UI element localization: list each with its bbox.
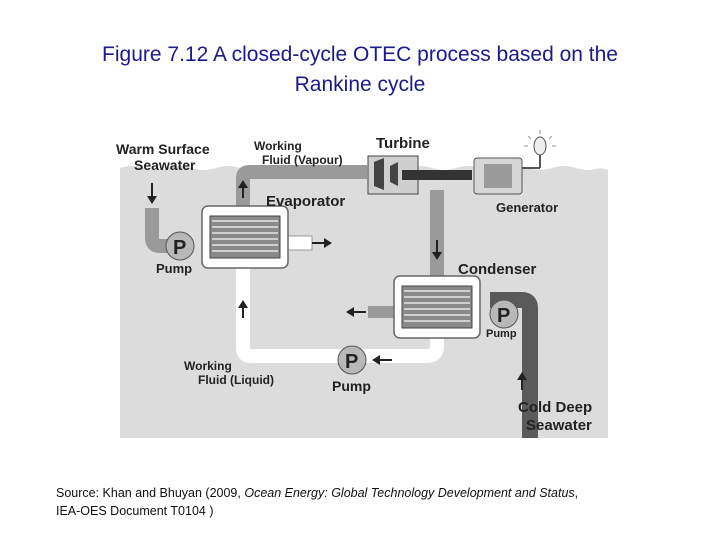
evaporator-pump: [165, 231, 195, 261]
otec-diagram-svg: P Pump P Pump P Pump: [116, 130, 608, 438]
turbine-label: Turbine: [376, 135, 430, 152]
condenser-discharge-pipe: [368, 306, 398, 318]
warm-inflow-arrowhead: [147, 196, 157, 204]
liquid-pump: [337, 345, 367, 375]
source-citation: Source: Khan and Bhuyan (2009, Ocean Ene…: [56, 484, 696, 520]
warm-intake-pipe: [145, 208, 182, 253]
warm-surface-label-2: Seawater: [134, 157, 196, 173]
vapour-pipe: [236, 165, 367, 206]
figure-title-line1: Figure 7.12 A closed-cycle OTEC process …: [102, 43, 618, 66]
condenser-pump-label: Pump: [486, 328, 517, 340]
lightbulb-icon: [524, 130, 556, 156]
liquid-up-arrowhead: [238, 300, 248, 308]
working-liquid-label-2: Fluid (Liquid): [198, 373, 274, 387]
working-vapour-label-2: Fluid (Vapour): [262, 153, 343, 167]
vapour-arrowhead: [238, 180, 248, 188]
working-vapour-label-1: Working: [254, 139, 302, 153]
warm-surface-label-1: Warm Surface: [116, 141, 210, 157]
figure-title-line2: Rankine cycle: [294, 73, 426, 96]
condenser-label: Condenser: [458, 261, 537, 278]
figure-title: Figure 7.12 A closed-cycle OTEC process …: [20, 40, 700, 100]
condenser-pump-symbol: P: [497, 305, 510, 327]
discharge-arrowhead: [346, 307, 354, 317]
cold-intake-pipe: [490, 292, 538, 438]
evaporator-discharge-pipe: [287, 235, 313, 251]
evaporator-unit: [201, 205, 289, 269]
source-suffix: ,: [574, 486, 579, 500]
exhaust-arrowhead: [432, 252, 442, 260]
generator-unit: [473, 152, 541, 195]
evaporator-pump-label: Pump: [156, 261, 192, 276]
otec-diagram: P Pump P Pump P Pump: [112, 128, 612, 448]
condenser-unit: [393, 275, 481, 339]
generator-label: Generator: [496, 200, 558, 215]
evaporator-label: Evaporator: [266, 193, 345, 210]
liquid-pump-label: Pump: [332, 378, 371, 394]
cold-deep-label-1: Cold Deep: [518, 399, 592, 416]
liquid-left-arrowhead: [372, 355, 380, 365]
turbine-unit: [367, 155, 472, 195]
evaporator-pump-symbol: P: [173, 237, 186, 259]
source-prefix: Source: Khan and Bhuyan (2009,: [56, 486, 245, 500]
source-line2: IEA-OES Document T0104 ): [56, 504, 214, 518]
cold-deep-label-2: Seawater: [526, 417, 592, 434]
condenser-pump: [489, 299, 519, 329]
liquid-pump-symbol: P: [345, 351, 358, 373]
working-liquid-label-1: Working: [184, 359, 232, 373]
source-title: Ocean Energy: Global Technology Developm…: [244, 486, 575, 500]
evaporator-discharge-arrowhead: [324, 238, 332, 248]
cold-inflow-arrowhead: [517, 372, 527, 380]
